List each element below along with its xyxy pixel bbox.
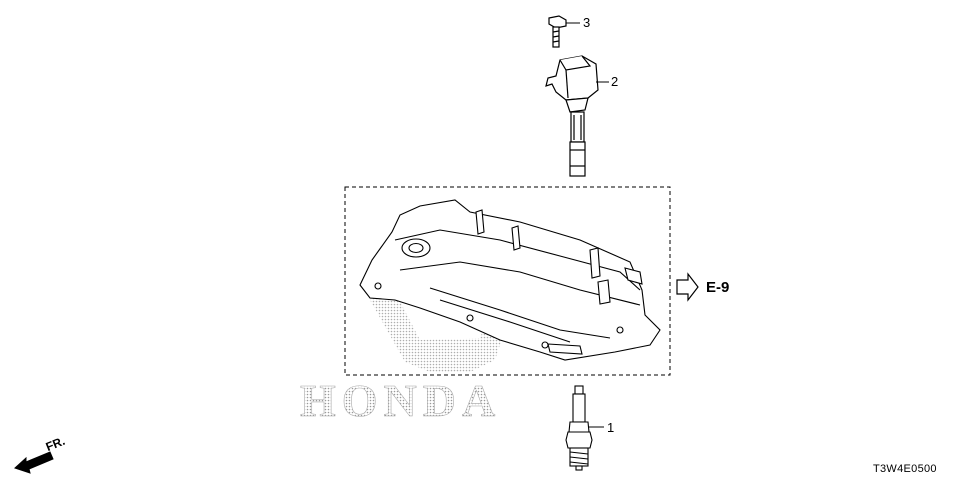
reference-arrow-icon[interactable] <box>676 272 699 302</box>
assembly-frame <box>344 186 671 376</box>
spark-plug-icon[interactable] <box>565 385 593 471</box>
ignition-coil-icon[interactable] <box>545 55 599 177</box>
callout-2[interactable]: 2 <box>611 74 619 89</box>
honda-wordmark: HONDA <box>300 375 501 426</box>
honda-watermark: HONDA <box>300 291 515 426</box>
cylinder-head-cover-icon[interactable] <box>359 199 661 361</box>
callout-3[interactable]: 3 <box>583 15 591 30</box>
diagram-code: T3W4E0500 <box>873 463 937 475</box>
reference-label[interactable]: E-9 <box>706 279 730 296</box>
bolt-icon[interactable] <box>548 15 567 48</box>
front-direction-arrow-icon <box>14 451 54 474</box>
callout-1[interactable]: 1 <box>607 420 615 435</box>
honda-h-logo-watermark <box>370 291 515 372</box>
